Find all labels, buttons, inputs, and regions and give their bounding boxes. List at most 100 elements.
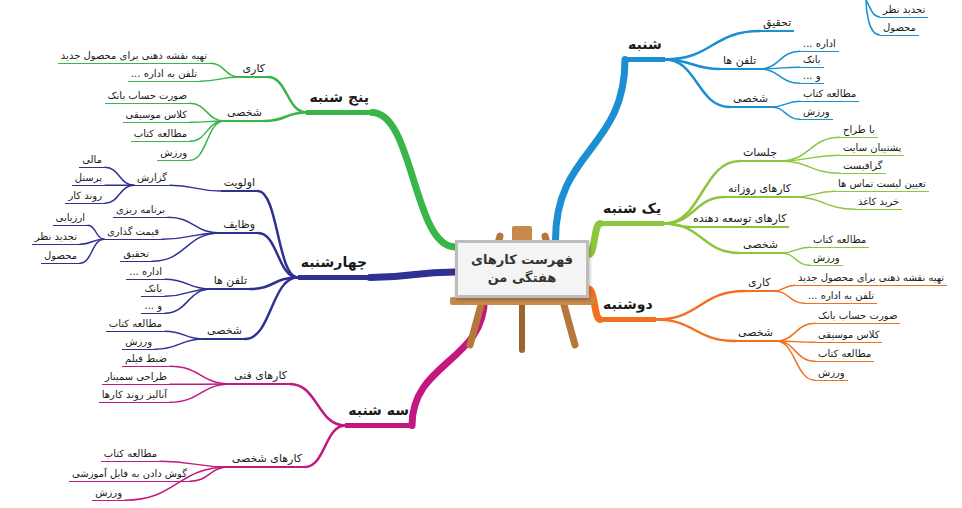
sub-branch (771, 101, 800, 107)
topic-branch: آنالیز روند کارها (99, 389, 170, 403)
topic-branch: مطالعه کتاب (800, 88, 859, 102)
sub-branch (776, 341, 815, 380)
topic-branch: تلفن به اداره ... (805, 290, 877, 304)
topic-text: یک شنبه (603, 200, 661, 217)
topic-branch: و ... (141, 300, 165, 314)
sub-branch (776, 341, 815, 361)
sub-branch (165, 289, 211, 313)
topic-branch: تجدید نظر (880, 4, 928, 18)
topic-branch: تهیه نقشه ذهنی برای محصول جدید (795, 272, 947, 286)
topic-text: گرافیست (843, 160, 883, 172)
topic-branch: تحقیق (760, 16, 794, 32)
topic-text: شنبه (628, 36, 662, 53)
topic-branch: محصول (41, 250, 80, 264)
topic-text: تلفن ها (214, 274, 247, 287)
topic-text: کلاس موسیقی (818, 329, 879, 341)
sub-branch (759, 51, 800, 69)
sub-branch (781, 253, 810, 265)
topic-text: صورت حساب بانک (818, 310, 897, 322)
topic-text: اولویت (224, 176, 255, 189)
sub-branch (190, 103, 224, 121)
topic-text: قیمت گذاری (107, 226, 159, 238)
sub-branch (168, 217, 220, 233)
day-branch: یک شنبه (600, 200, 664, 226)
topic-text: مطالعه کتاب (109, 318, 162, 330)
easel-tray (450, 297, 594, 305)
topic-branch: شخصی (730, 92, 771, 108)
sub-branch (200, 77, 239, 81)
sub-branch (245, 278, 298, 340)
sub-branch (759, 69, 800, 83)
sub-branch (665, 60, 730, 108)
topic-branch: گزارش (134, 172, 170, 186)
sub-branch (210, 63, 239, 77)
sub-branch (152, 233, 220, 261)
topic-branch: کلاس موسیقی (815, 329, 882, 343)
topic-branch: کلاس موسیقی (123, 109, 190, 123)
branch-stub (866, 0, 880, 17)
topic-branch: صورت حساب بانک (815, 310, 900, 324)
topic-branch: اداره ... (126, 266, 165, 280)
topic-branch: ورزش (810, 252, 843, 266)
day-branch: پنج شنبه (306, 89, 372, 115)
topic-text: ورزش (813, 252, 840, 264)
topic-branch: محصول (880, 22, 919, 36)
sub-branch (170, 185, 221, 191)
topic-text: ورزش (160, 147, 187, 159)
topic-text: طراحی سمینار (105, 371, 167, 383)
topic-text: تلفن به اداره ... (808, 290, 874, 302)
central-title: فهرست کارهای هفتگی من (466, 251, 578, 287)
topic-text: تلفن ها (723, 54, 756, 67)
topic-branch: کاری (745, 276, 774, 292)
topic-text: مطالعه کتاب (813, 234, 866, 246)
sub-branch (265, 113, 306, 122)
sub-branch (774, 291, 805, 303)
topic-text: مطالعه کتاب (104, 448, 157, 460)
topic-text: تهیه نقشه ذهنی برای محصول جدید (61, 50, 207, 62)
topic-text: تحقیق (763, 16, 791, 29)
topic-branch: مطالعه کتاب (810, 234, 869, 248)
topic-text: و ... (144, 300, 162, 312)
topic-text: خرید کاغذ (858, 196, 899, 208)
topic-text: بانک (803, 54, 821, 66)
topic-branch: ورزش (800, 106, 833, 120)
main-branch (370, 272, 455, 278)
topic-text: روند کار (68, 190, 102, 202)
sub-branch (170, 366, 231, 384)
topic-branch: مطالعه کتاب (101, 448, 160, 462)
sub-branch (771, 107, 800, 119)
topic-text: ورزش (95, 487, 122, 499)
topic-branch: تعیین لیست تماس ها (835, 178, 929, 192)
topic-text: کلاس موسیقی (126, 109, 187, 121)
main-branch (372, 113, 455, 247)
topic-text: کارهای فنی (234, 369, 287, 382)
central-board: فهرست کارهای هفتگی من (455, 240, 589, 298)
topic-text: شخصی (227, 106, 262, 119)
topic-text: صورت حساب بانک (108, 90, 187, 102)
topic-branch: پرسنل (72, 172, 105, 186)
topic-text: ورزش (125, 336, 152, 348)
topic-text: شخصی (743, 238, 778, 251)
sub-branch (781, 247, 810, 253)
topic-branch: کارهای شخصی (229, 452, 305, 468)
topic-text: برنامه ریزی (116, 204, 165, 216)
topic-text: مطالعه کتاب (818, 348, 871, 360)
topic-branch: تحقیق (120, 248, 152, 262)
topic-text: مالی (82, 154, 102, 166)
topic-branch: شخصی (204, 324, 245, 340)
sub-branch (190, 121, 224, 141)
topic-text: تلفن به اداره ... (131, 68, 197, 80)
topic-text: بانک (144, 283, 162, 295)
topic-text: کارهای شخصی (232, 452, 302, 465)
topic-branch: صورت حساب بانک (105, 90, 190, 104)
topic-branch: تلفن ها (211, 274, 250, 290)
topic-text: کاری (242, 62, 265, 75)
main-branch (589, 224, 600, 255)
topic-branch: بانک (141, 283, 165, 297)
sub-branch (794, 191, 835, 197)
topic-text: ورزش (818, 367, 845, 379)
topic-text: ورزش (803, 106, 830, 118)
topic-branch: مالی (79, 154, 105, 168)
sub-branch (155, 339, 204, 349)
topic-text: مطالعه کتاب (803, 88, 856, 100)
